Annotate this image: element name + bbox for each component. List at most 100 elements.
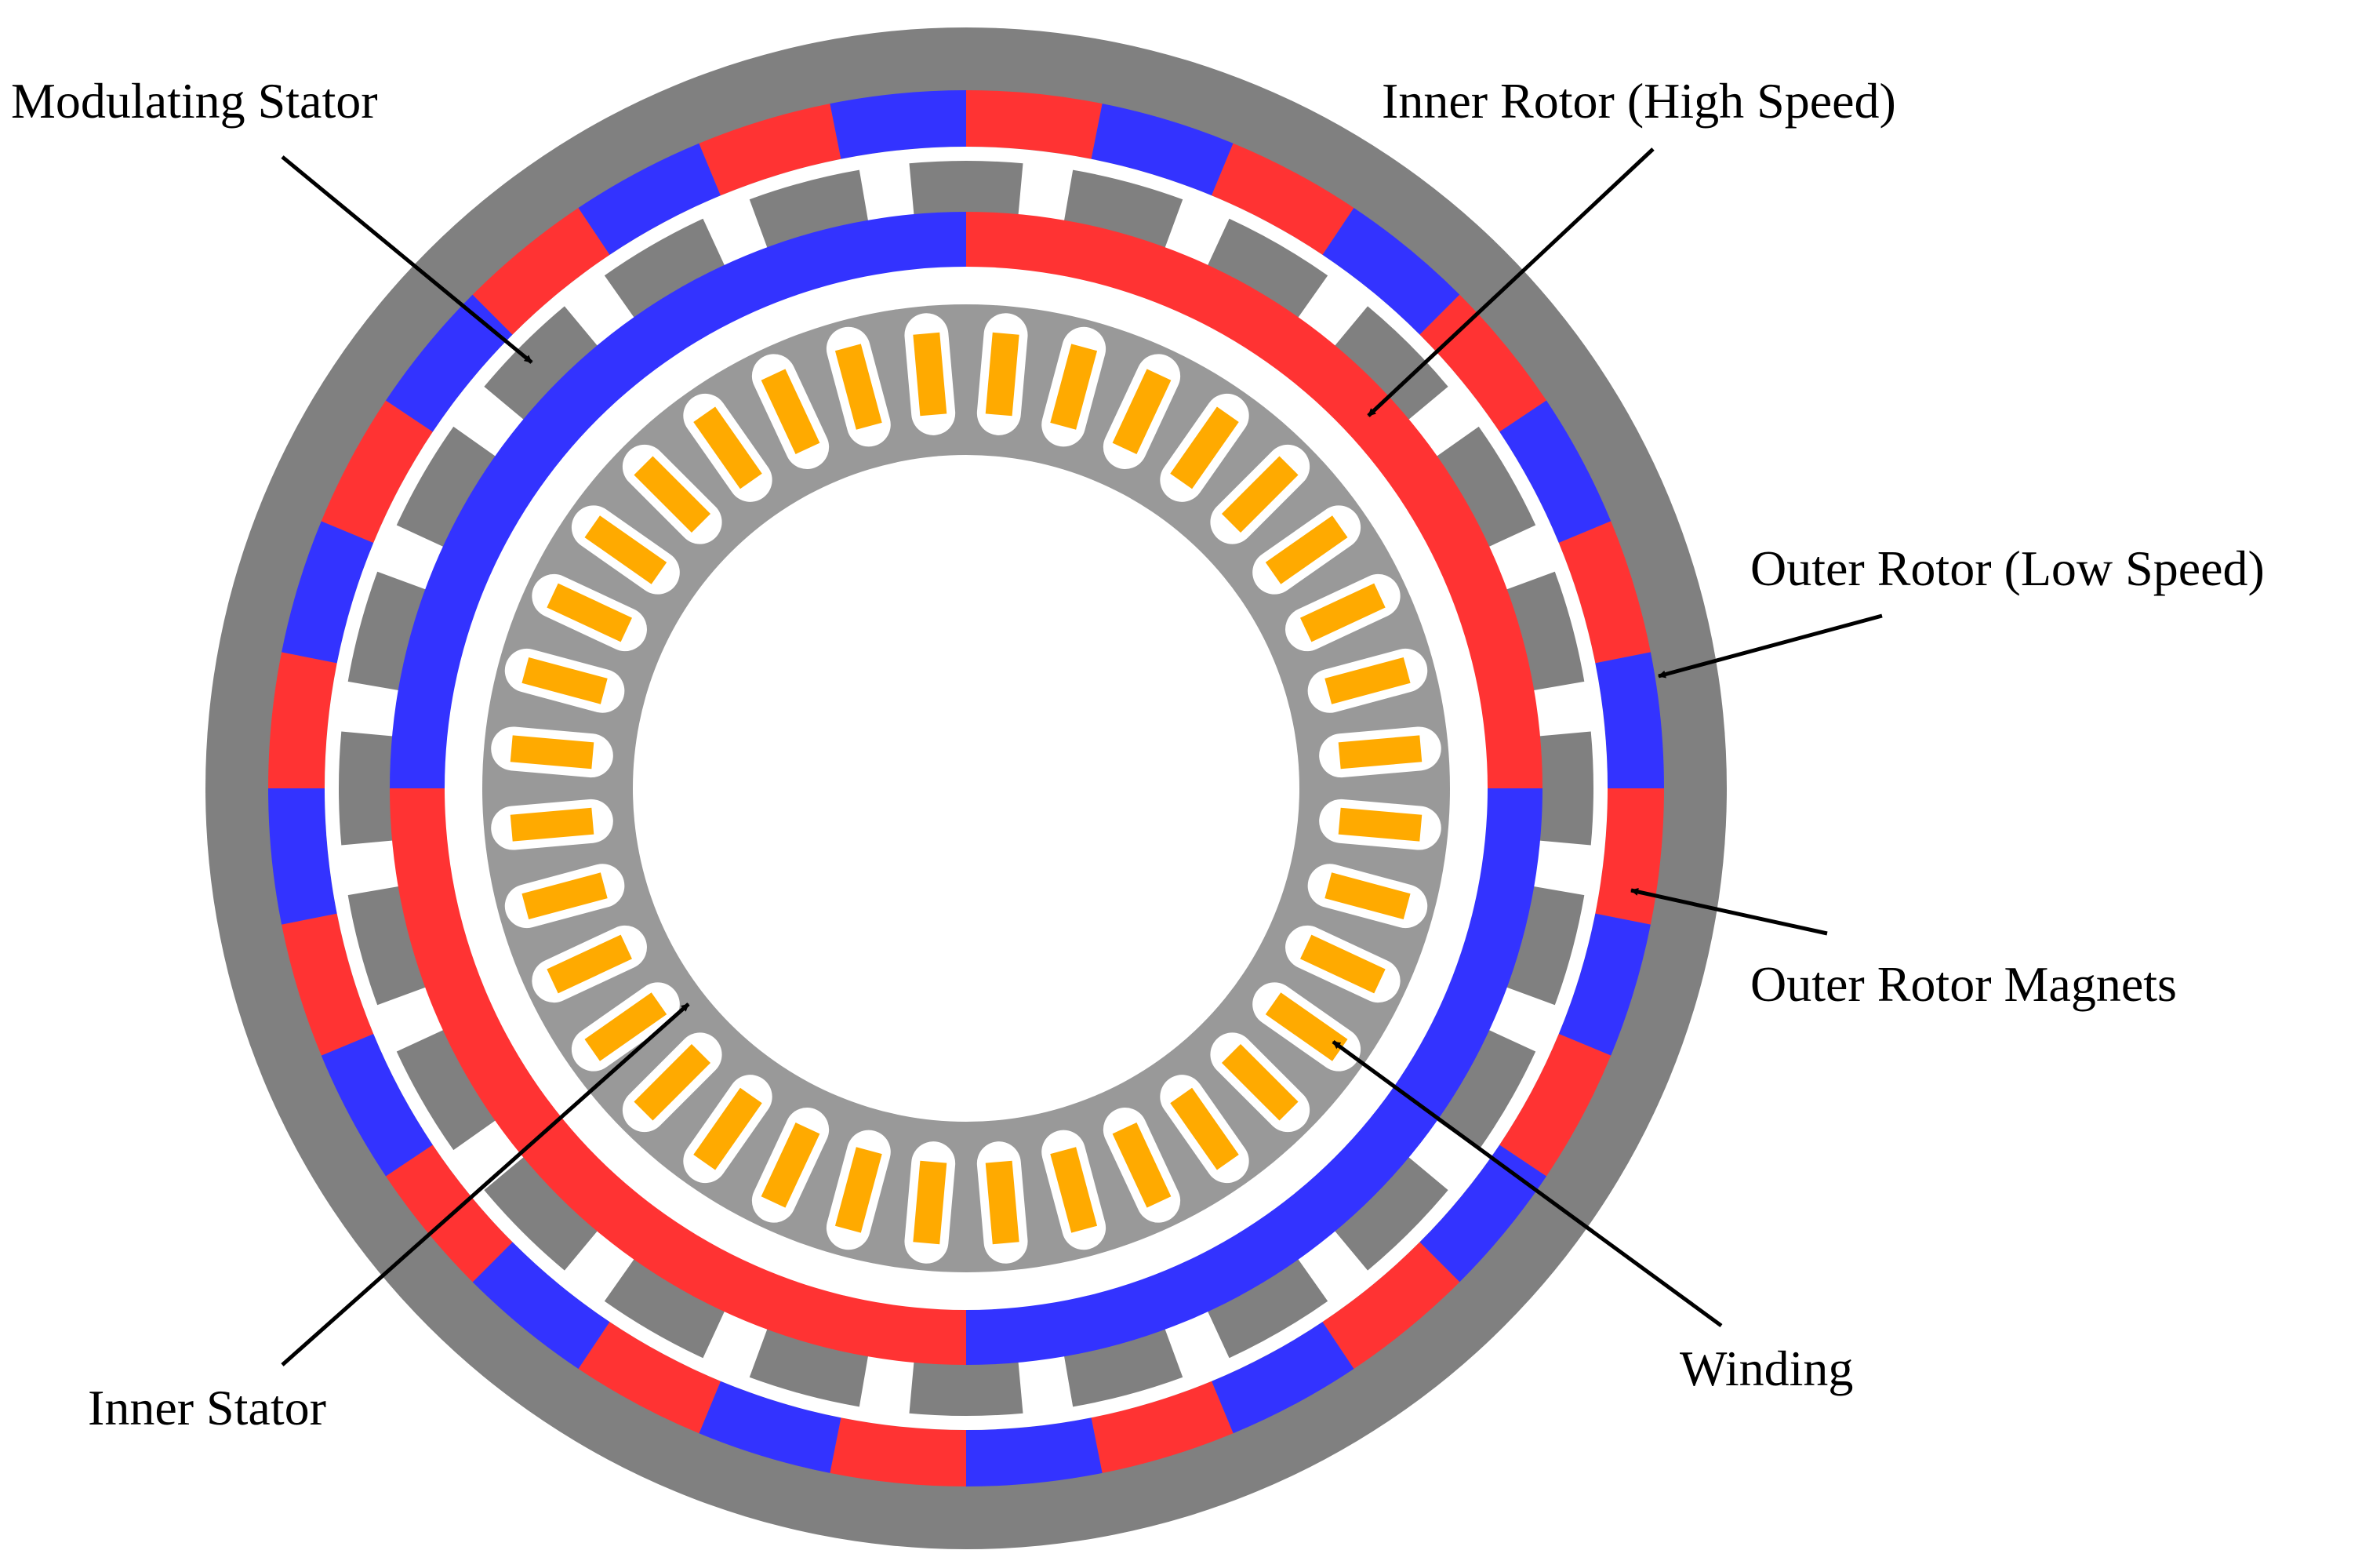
stator-slot [1319,726,1441,778]
modulating-pole-piece [396,426,518,559]
stator-slot [1103,1108,1181,1223]
stator-slots-and-windings [491,313,1441,1264]
stator-slot [1252,505,1361,595]
outer-rotor-magnet [282,913,374,1056]
stator-slot [683,1075,772,1184]
winding-coil [985,1160,1019,1245]
stator-slot [1103,354,1181,469]
inner-rotor-magnet [390,788,966,1365]
outer-rotor-magnet [1212,143,1354,255]
modulating-pole-piece [1196,218,1328,340]
outer-rotor-magnet [1419,1144,1547,1283]
stator-slot [976,313,1028,435]
stator-slot [622,444,722,544]
arrow-winding [1332,1039,1723,1328]
outer-rotor-magnet [1595,788,1664,925]
winding-coil [584,992,667,1061]
stator-slot [1160,1075,1249,1184]
outer-rotor-magnet [578,1322,721,1434]
outer-rotor-magnet [1091,1381,1234,1473]
modulating-pole-piece [604,218,736,340]
inner-rotor-magnet [966,788,1542,1365]
inner-rotor-magnet [390,212,966,788]
modulating-pole-piece [1415,426,1536,559]
stator-slot [1041,1130,1106,1250]
stator-slot [1210,1032,1310,1133]
winding-coil [761,1123,820,1208]
winding-coil [834,1147,882,1233]
stator-slot [826,1130,891,1250]
stator-slot [504,864,625,929]
label-outer-rotor: Outer Rotor (Low Speed) [1750,540,2265,596]
winding-coil [1112,369,1172,454]
winding-coil [1112,1123,1172,1208]
stator-slot [1285,573,1401,652]
outer-rotor-magnet [699,1381,841,1473]
winding-coil [1050,1147,1098,1233]
stator-slot [1307,648,1428,713]
outer-rotor-magnet [1322,1242,1460,1370]
winding-coil [1265,515,1348,584]
inner-stator-bore [633,455,1299,1122]
winding-coil [634,456,711,533]
arrow-inner-stator [281,1002,690,1366]
machine-cross-section [205,27,1727,1549]
winding-coil [693,1087,762,1170]
inner-rotor-magnets-ring [390,212,1542,1365]
outer-rotor-magnet [1499,400,1611,543]
arrow-inner-rotor [1367,147,1655,417]
arrow-outer-rotor-magnets [1630,888,1828,936]
stator-slot [904,1141,956,1264]
winding-coil [1324,657,1411,704]
modulating-pole-piece [396,1018,518,1151]
outer-rotor-magnet [1558,913,1651,1056]
outer-rotor-magnet [1419,294,1547,432]
stator-slot [571,982,680,1072]
outer-rotor-magnet [385,294,513,432]
stator-slot [1307,864,1428,929]
modulating-pole-piece [1317,306,1448,437]
winding-coil [761,369,820,454]
stator-slot [504,648,625,713]
winding-coil [1221,1043,1299,1121]
stator-slot [1041,326,1106,447]
winding-coil [510,807,594,842]
outer-rotor-magnet [1212,1322,1354,1434]
outer-rotor-magnet [966,1417,1103,1487]
outer-rotor-magnet [578,143,721,255]
modulating-pole-piece [484,1140,615,1271]
outer-rotor-magnet [1322,207,1460,335]
winding-coil [913,332,947,417]
callout-arrows [281,147,1883,1366]
outer-rotor-magnet [1558,521,1651,664]
winding-coil [985,332,1019,417]
outer-rotor-magnet [1595,652,1665,788]
modulating-pole-piece [1196,1237,1328,1359]
winding-coil [1300,583,1386,642]
outer-rotor-magnet [321,1034,433,1177]
stator-slot [683,393,772,502]
modulating-pole-piece [604,1237,736,1359]
arrow-outer-rotor [1658,613,1883,679]
outer-rotor-magnet [830,90,966,159]
outer-rotor-magnet [472,1242,610,1370]
stator-slot [904,313,956,435]
stator-slot [826,326,891,447]
stator-slot [1285,925,1401,1003]
label-modulating-stator: Modulating Stator [11,73,378,129]
stator-slot [491,799,613,850]
label-outer-rotor-magnets: Outer Rotor Magnets [1750,956,2177,1012]
outer-rotor-magnet [385,1144,513,1283]
winding-coil [521,872,608,920]
inner-rotor-magnet [966,212,1542,788]
outer-rotor-magnets-ring [268,90,1665,1487]
label-inner-rotor: Inner Rotor (High Speed) [1382,73,1896,129]
winding-coil [693,406,762,489]
modulating-pole-piece [484,306,615,437]
winding-coil [1170,406,1239,489]
modulating-pole-piece [1415,1018,1536,1151]
winding-coil [521,657,608,704]
stator-slot [1210,444,1310,544]
stator-slot [532,925,647,1003]
